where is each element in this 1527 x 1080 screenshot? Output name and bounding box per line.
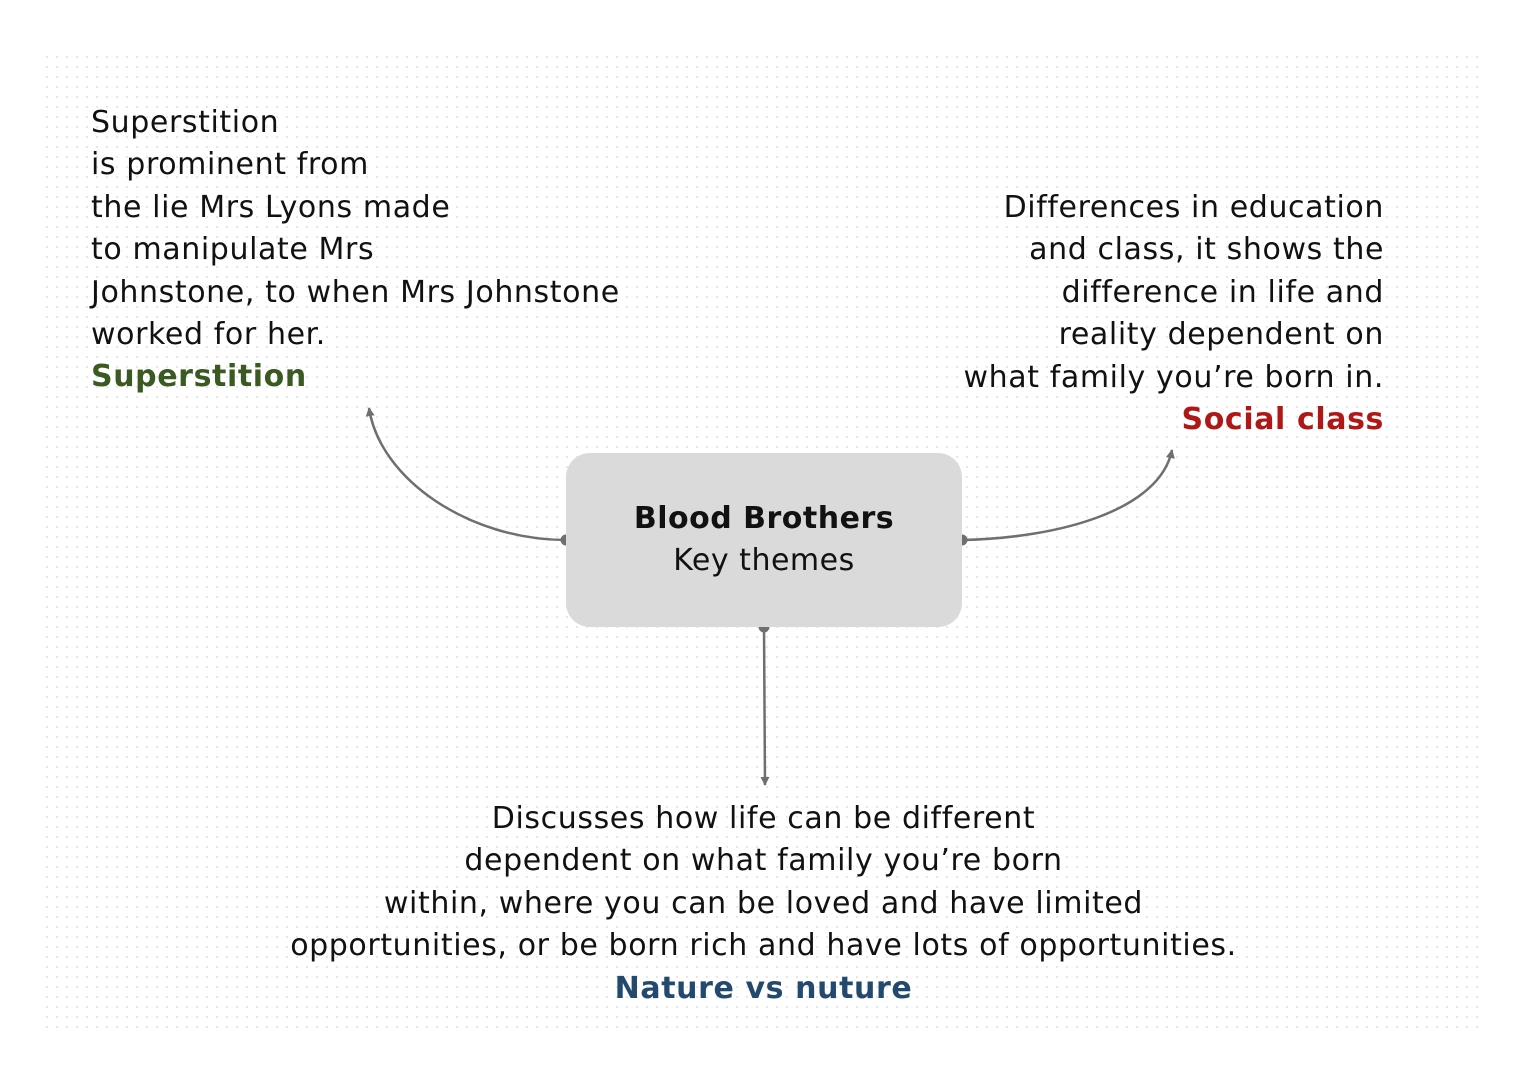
note-line: is prominent from bbox=[91, 147, 369, 183]
note-line: what family you’re born in. bbox=[963, 359, 1384, 395]
central-topic-node[interactable]: Blood Brothers Key themes bbox=[566, 453, 962, 627]
connector-to-nature bbox=[760, 626, 770, 786]
superstition-theme-label: Superstition bbox=[91, 359, 307, 395]
social-class-note: Differences in education and class, it s… bbox=[963, 187, 1384, 441]
note-line: worked for her. bbox=[91, 317, 326, 353]
note-line: and class, it shows the bbox=[1029, 232, 1384, 268]
note-line: reality dependent on bbox=[1058, 317, 1384, 353]
note-line: Discusses how life can be different bbox=[491, 801, 1036, 836]
nature-vs-nurture-note: Discusses how life can be different depe… bbox=[0, 798, 1527, 1010]
note-line: within, where you can be loved and have … bbox=[383, 885, 1144, 921]
note-line: opportunities, or be born rich and have … bbox=[290, 928, 1237, 964]
connector-to-superstition bbox=[365, 407, 567, 542]
note-line: Superstition bbox=[91, 105, 280, 140]
central-topic-subtitle: Key themes bbox=[673, 543, 855, 578]
note-line: dependent on what family you’re born bbox=[464, 843, 1063, 879]
social-class-theme-label: Social class bbox=[1181, 402, 1384, 438]
note-line: difference in life and bbox=[1061, 274, 1384, 310]
note-line: Johnstone, to when Mrs Johnstone bbox=[91, 274, 620, 310]
note-line: to manipulate Mrs bbox=[91, 232, 375, 268]
central-topic-title: Blood Brothers bbox=[633, 501, 895, 536]
connector-to-social-class bbox=[961, 449, 1175, 542]
nature-theme-label: Nature vs nuture bbox=[614, 970, 913, 1006]
superstition-note: Superstition is prominent from the lie M… bbox=[91, 102, 620, 399]
note-line: Differences in education bbox=[1003, 190, 1384, 225]
note-line: the lie Mrs Lyons made bbox=[91, 189, 451, 225]
